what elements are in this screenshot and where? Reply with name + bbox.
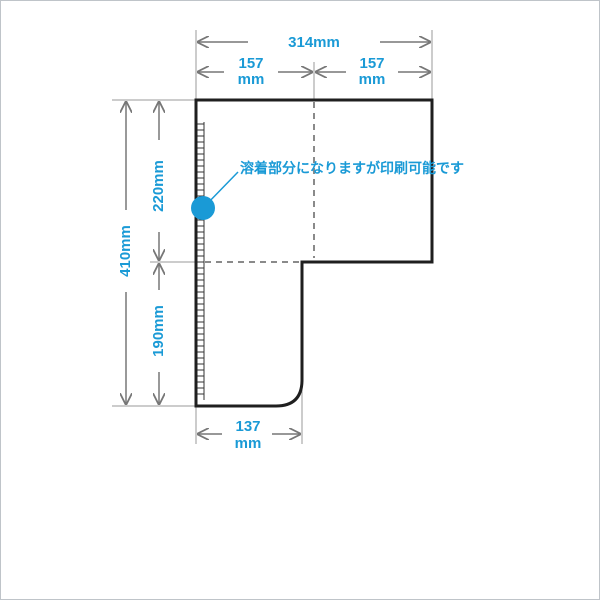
lower-height-label: 190mm <box>150 305 167 357</box>
extension-lines <box>112 30 433 444</box>
upper-height-label: 220mm <box>150 160 167 212</box>
bag-outline <box>194 98 434 408</box>
welded-area-note: 溶着部分になりますが印刷可能です <box>240 160 464 177</box>
left-width-number: 157 <box>238 55 263 72</box>
callout-dot <box>191 196 215 220</box>
right-width-unit: mm <box>359 71 386 88</box>
right-width-number: 157 <box>359 55 384 72</box>
total-height-label: 410mm <box>117 225 134 277</box>
bottom-width-number: 137 <box>235 418 260 435</box>
dimension-arrows <box>126 42 430 434</box>
total-width-label: 314mm <box>288 34 340 51</box>
bottom-width-unit: mm <box>235 435 262 452</box>
fold-lines <box>205 102 315 263</box>
left-width-unit: mm <box>238 71 265 88</box>
